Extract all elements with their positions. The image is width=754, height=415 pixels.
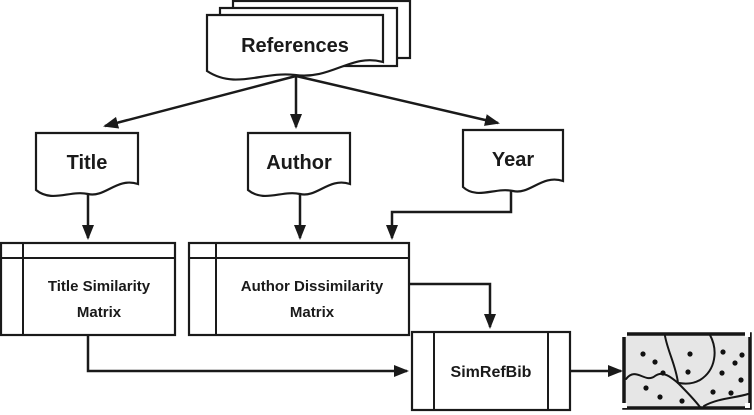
title-document-shape <box>34 131 140 198</box>
references-label: References <box>241 35 349 57</box>
edge-year-authormatrix <box>386 188 513 240</box>
node-simrefbib: SimRefBib <box>410 330 572 412</box>
edges <box>82 74 623 377</box>
node-author-matrix: Author Dissimilarity Matrix <box>187 241 411 337</box>
title-matrix-label-line2: Matrix <box>77 304 122 321</box>
simrefbib-box <box>410 330 572 412</box>
edge-titlematrix-simrefbib <box>86 335 409 377</box>
cluster-image-frame <box>622 332 752 410</box>
edge-references-year <box>295 74 500 126</box>
title-matrix-label-line1: Title Similarity <box>48 278 151 295</box>
edge-references-title <box>103 74 297 129</box>
node-references: References <box>205 0 412 81</box>
cluster-partition-curves <box>625 334 749 408</box>
references-document-shape <box>205 13 385 81</box>
node-year: Year <box>461 128 565 195</box>
year-label: Year <box>492 149 534 171</box>
cluster-data-points <box>640 349 745 404</box>
author-label: Author <box>266 152 332 174</box>
year-document-shape <box>461 128 565 195</box>
node-title-matrix: Title Similarity Matrix <box>0 241 177 337</box>
node-author: Author <box>246 131 352 198</box>
edge-authormatrix-simrefbib <box>409 282 496 329</box>
cluster-image <box>622 332 752 410</box>
node-title: Title <box>34 131 140 198</box>
author-document-shape <box>246 131 352 198</box>
title-label: Title <box>67 152 108 174</box>
simrefbib-label: SimRefBib <box>451 364 532 381</box>
author-matrix-label-line2: Matrix <box>290 304 335 321</box>
cluster-corner-handles <box>622 332 750 408</box>
author-matrix-label-line1: Author Dissimilarity <box>241 278 384 295</box>
